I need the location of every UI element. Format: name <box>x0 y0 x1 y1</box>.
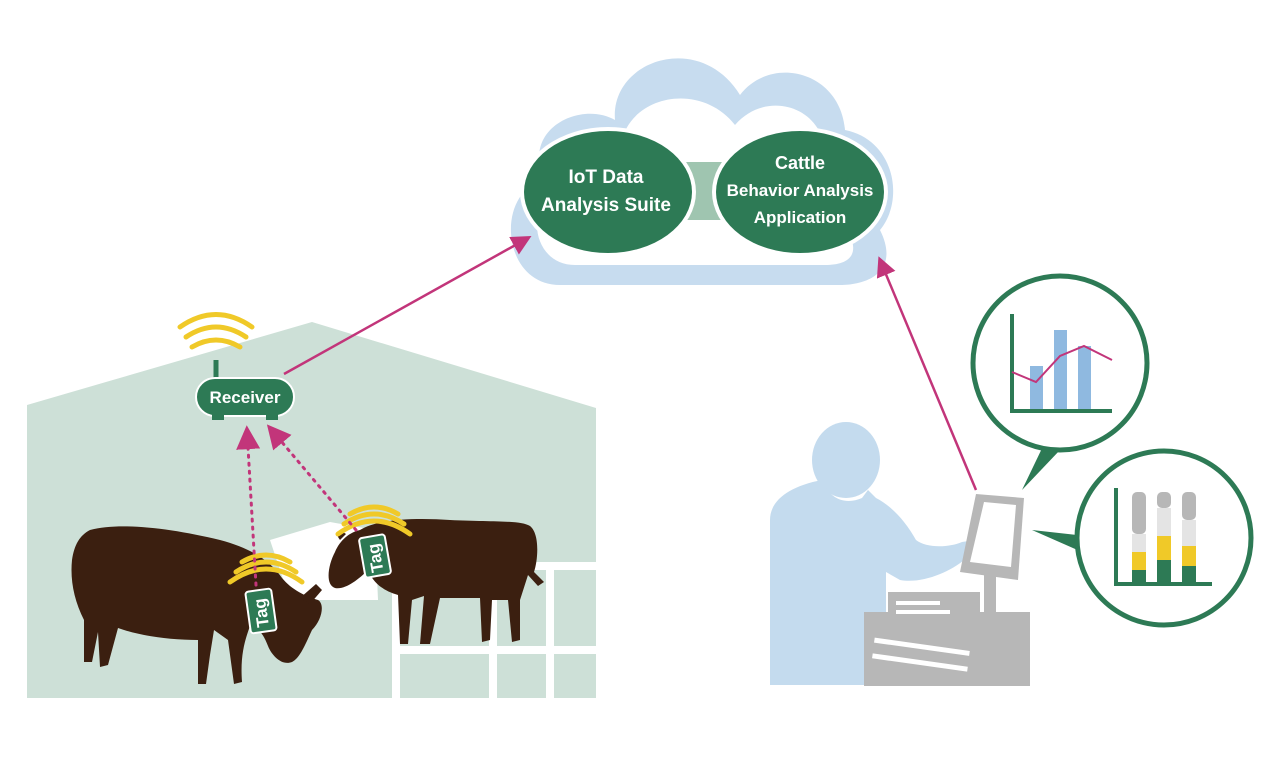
cattle-behavior-app-node: Cattle Behavior Analysis Application <box>712 127 888 257</box>
bar-line-chart-icon <box>970 273 1150 490</box>
receiver-label: Receiver <box>210 388 281 407</box>
tag-label: Tag <box>250 597 273 628</box>
iot-data-analysis-node: IoT Data Analysis Suite <box>520 127 696 257</box>
app-node-line2: Behavior Analysis <box>727 181 874 200</box>
person-icon <box>770 422 994 685</box>
wifi-signal-icon <box>177 312 255 350</box>
receiver-to-cloud-arrow <box>283 236 532 376</box>
terminal-icon <box>864 494 1030 686</box>
wifi-signal-icon <box>335 504 413 537</box>
app-node-line3: Application <box>754 208 847 227</box>
tag-icon: Tag <box>358 533 392 579</box>
tag-icon: Tag <box>244 587 278 635</box>
receiver-icon: Receiver <box>195 360 295 420</box>
iot-node-line2: Analysis Suite <box>541 195 671 216</box>
terminal-to-cloud-arrow <box>876 256 978 491</box>
wifi-signal-icon <box>227 552 305 585</box>
app-node-line1: Cattle <box>775 153 825 173</box>
tag-to-receiver-link <box>236 424 358 587</box>
tag-label: Tag <box>364 542 388 574</box>
cow-icon <box>71 526 322 684</box>
stacked-bar-chart-icon <box>1032 448 1254 628</box>
iot-node-line1: IoT Data <box>569 167 644 188</box>
